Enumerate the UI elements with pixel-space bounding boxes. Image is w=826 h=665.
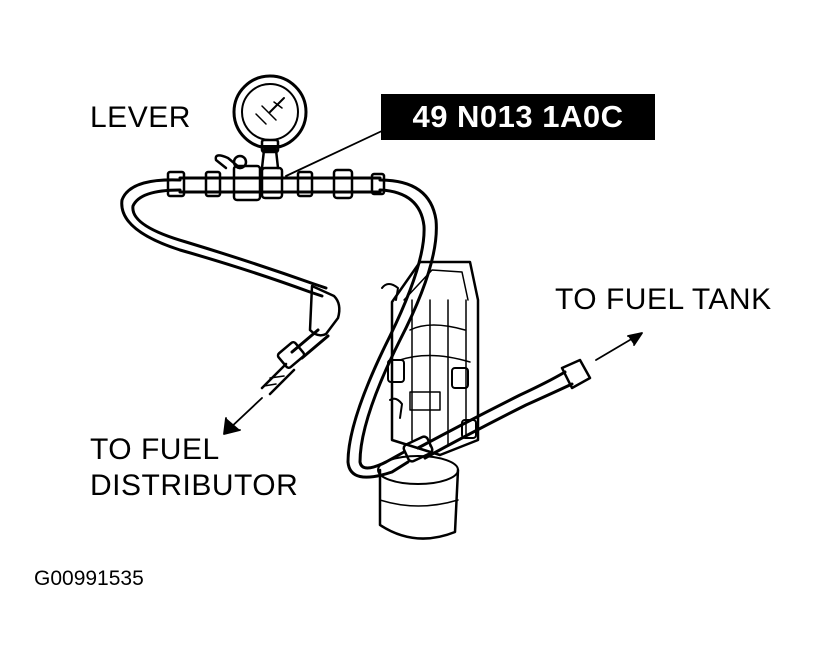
fuel-filter-canister (377, 455, 460, 540)
lever-label: LEVER (90, 101, 191, 134)
distributor-label-line2: DISTRIBUTOR (90, 469, 299, 502)
tool-number-text: 49 N013 1A0C (412, 99, 624, 134)
flow-arrow-icon (223, 397, 263, 435)
injection-pump-assembly (381, 260, 480, 457)
distributor-label-line1: TO FUEL (90, 433, 220, 466)
distributor-hose (120, 178, 341, 396)
tool-label-leader (285, 129, 385, 177)
fuel-tank-line (402, 358, 592, 463)
flow-arrow-icon (595, 332, 643, 361)
tool-number-badge: 49 N013 1A0C (381, 94, 655, 140)
test-hose-loop (346, 178, 438, 479)
to-fuel-tank-label: TO FUEL TANK (555, 283, 772, 316)
figure-id: G00991535 (34, 567, 144, 590)
pressure-gauge-icon (232, 74, 308, 150)
to-fuel-distributor-label: TO FUEL DISTRIBUTOR (90, 432, 298, 504)
